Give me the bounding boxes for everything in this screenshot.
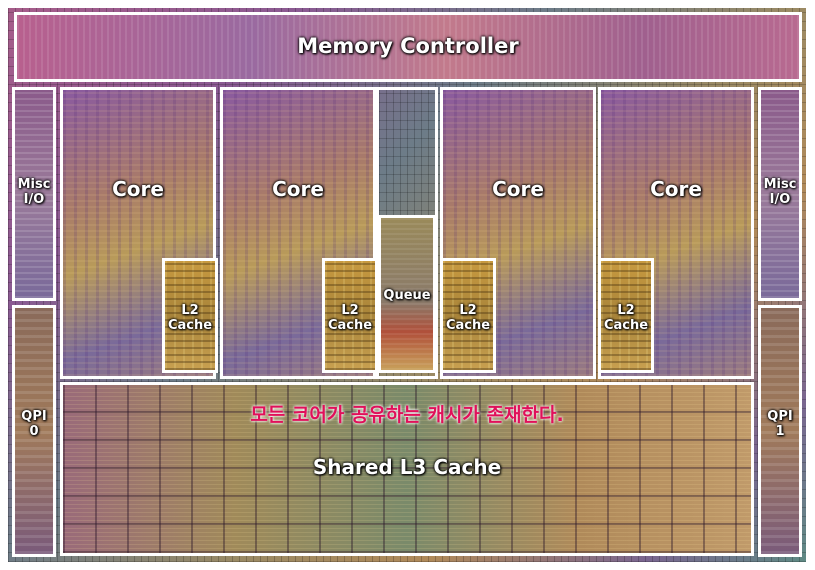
qpi-0-label: QPI 0 xyxy=(21,409,47,439)
queue-block xyxy=(378,215,436,373)
uncore-column-block xyxy=(376,87,438,379)
misc-io-right-label: Misc I/O xyxy=(763,177,797,207)
qpi-0-block xyxy=(12,305,56,557)
memory-controller-label: Memory Controller xyxy=(297,34,519,58)
misc-io-right-block xyxy=(758,87,802,301)
annotation-text: 모든 코어가 공유하는 캐시가 존재한다. xyxy=(250,404,564,426)
core-4-label: Core xyxy=(650,177,702,201)
queue-label: Queue xyxy=(383,288,431,303)
l2-cache-4-block xyxy=(598,258,654,373)
qpi-1-block xyxy=(758,305,802,557)
l2-cache-1-block xyxy=(162,258,218,373)
cpu-die: Memory Controller Misc I/O QPI 0 Misc I/… xyxy=(8,8,806,562)
l2-cache-3-label: L2 Cache xyxy=(445,303,491,333)
l2-cache-3-block xyxy=(440,258,496,373)
core-3-label: Core xyxy=(492,177,544,201)
core-1-label: Core xyxy=(112,177,164,201)
l2-cache-1-label: L2 Cache xyxy=(167,303,213,333)
qpi-1-label: QPI 1 xyxy=(767,409,793,439)
shared-l3-cache-label: Shared L3 Cache xyxy=(312,455,502,479)
l2-cache-2-label: L2 Cache xyxy=(327,303,373,333)
l2-cache-4-label: L2 Cache xyxy=(603,303,649,333)
misc-io-left-label: Misc I/O xyxy=(17,177,51,207)
core-2-label: Core xyxy=(272,177,324,201)
misc-io-left-block xyxy=(12,87,56,301)
shared-l3-cache-block xyxy=(60,382,754,556)
memory-controller-block xyxy=(14,12,802,82)
